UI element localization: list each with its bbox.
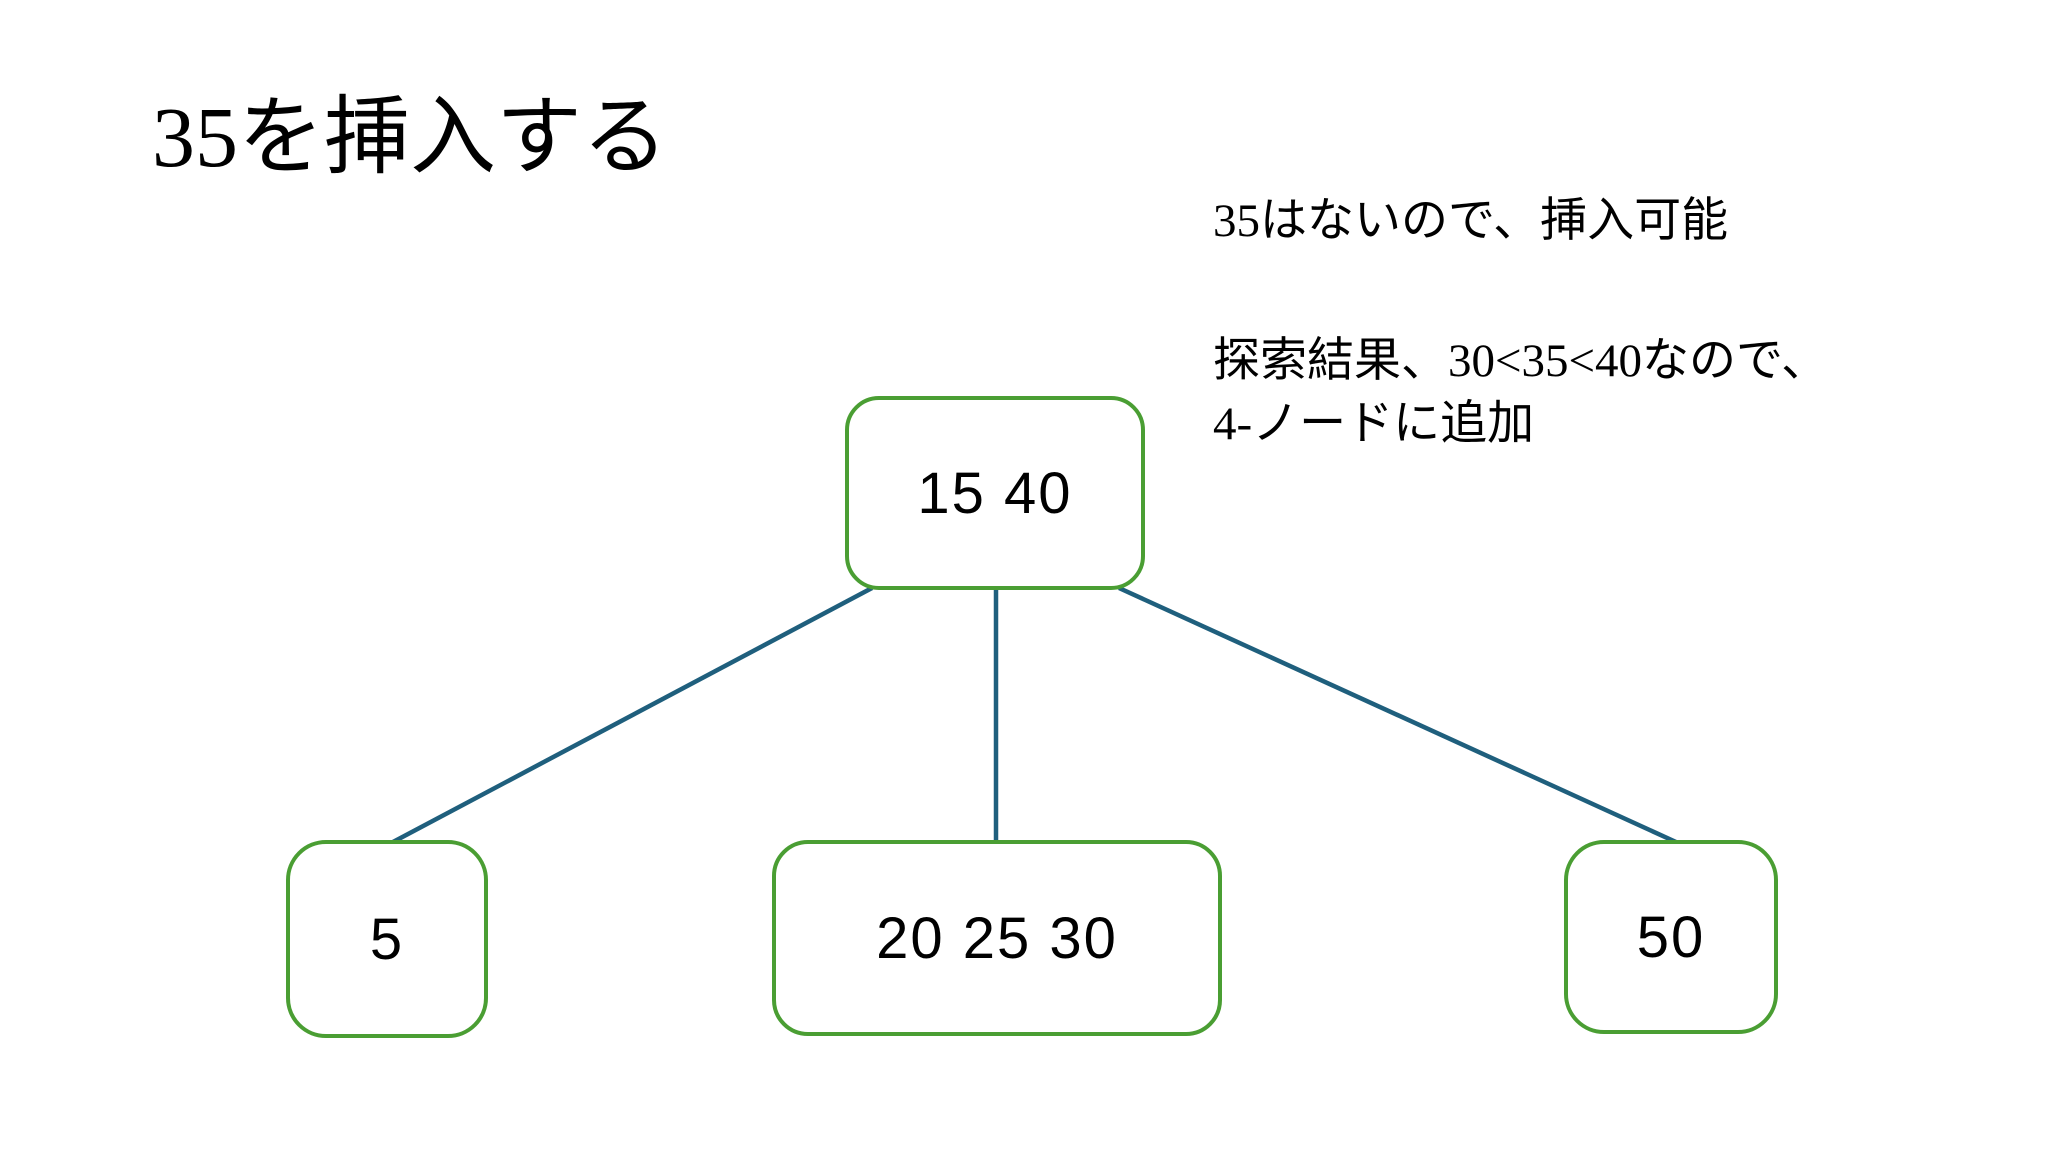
tree-node-child-right-label: 50 bbox=[1636, 904, 1706, 970]
tree-node-child-left[interactable]: 5 bbox=[286, 840, 488, 1038]
edge-root-to-child-2 bbox=[1118, 585, 1677, 845]
tree-node-child-left-label: 5 bbox=[369, 906, 405, 972]
tree-node-child-right[interactable]: 50 bbox=[1564, 840, 1778, 1034]
tree-node-root[interactable]: 15 40 bbox=[845, 396, 1145, 590]
tree-node-root-label: 15 40 bbox=[917, 460, 1073, 526]
page-title: 35を挿入する bbox=[152, 89, 668, 185]
tree-node-child-middle-label: 20 25 30 bbox=[876, 905, 1118, 971]
annotation-search-result: 探索結果、30<35<40なので、 4-ノードに追加 bbox=[1213, 330, 2033, 457]
edge-root-to-child-0 bbox=[391, 586, 874, 844]
tree-node-child-middle[interactable]: 20 25 30 bbox=[772, 840, 1222, 1036]
annotation-search-result-line-2: 4-ノードに追加 bbox=[1213, 398, 1535, 451]
annotation-insertable: 35はないので、挿入可能 bbox=[1213, 195, 1729, 247]
annotation-search-result-line-1: 探索結果、30<35<40なので、 bbox=[1213, 335, 1829, 387]
